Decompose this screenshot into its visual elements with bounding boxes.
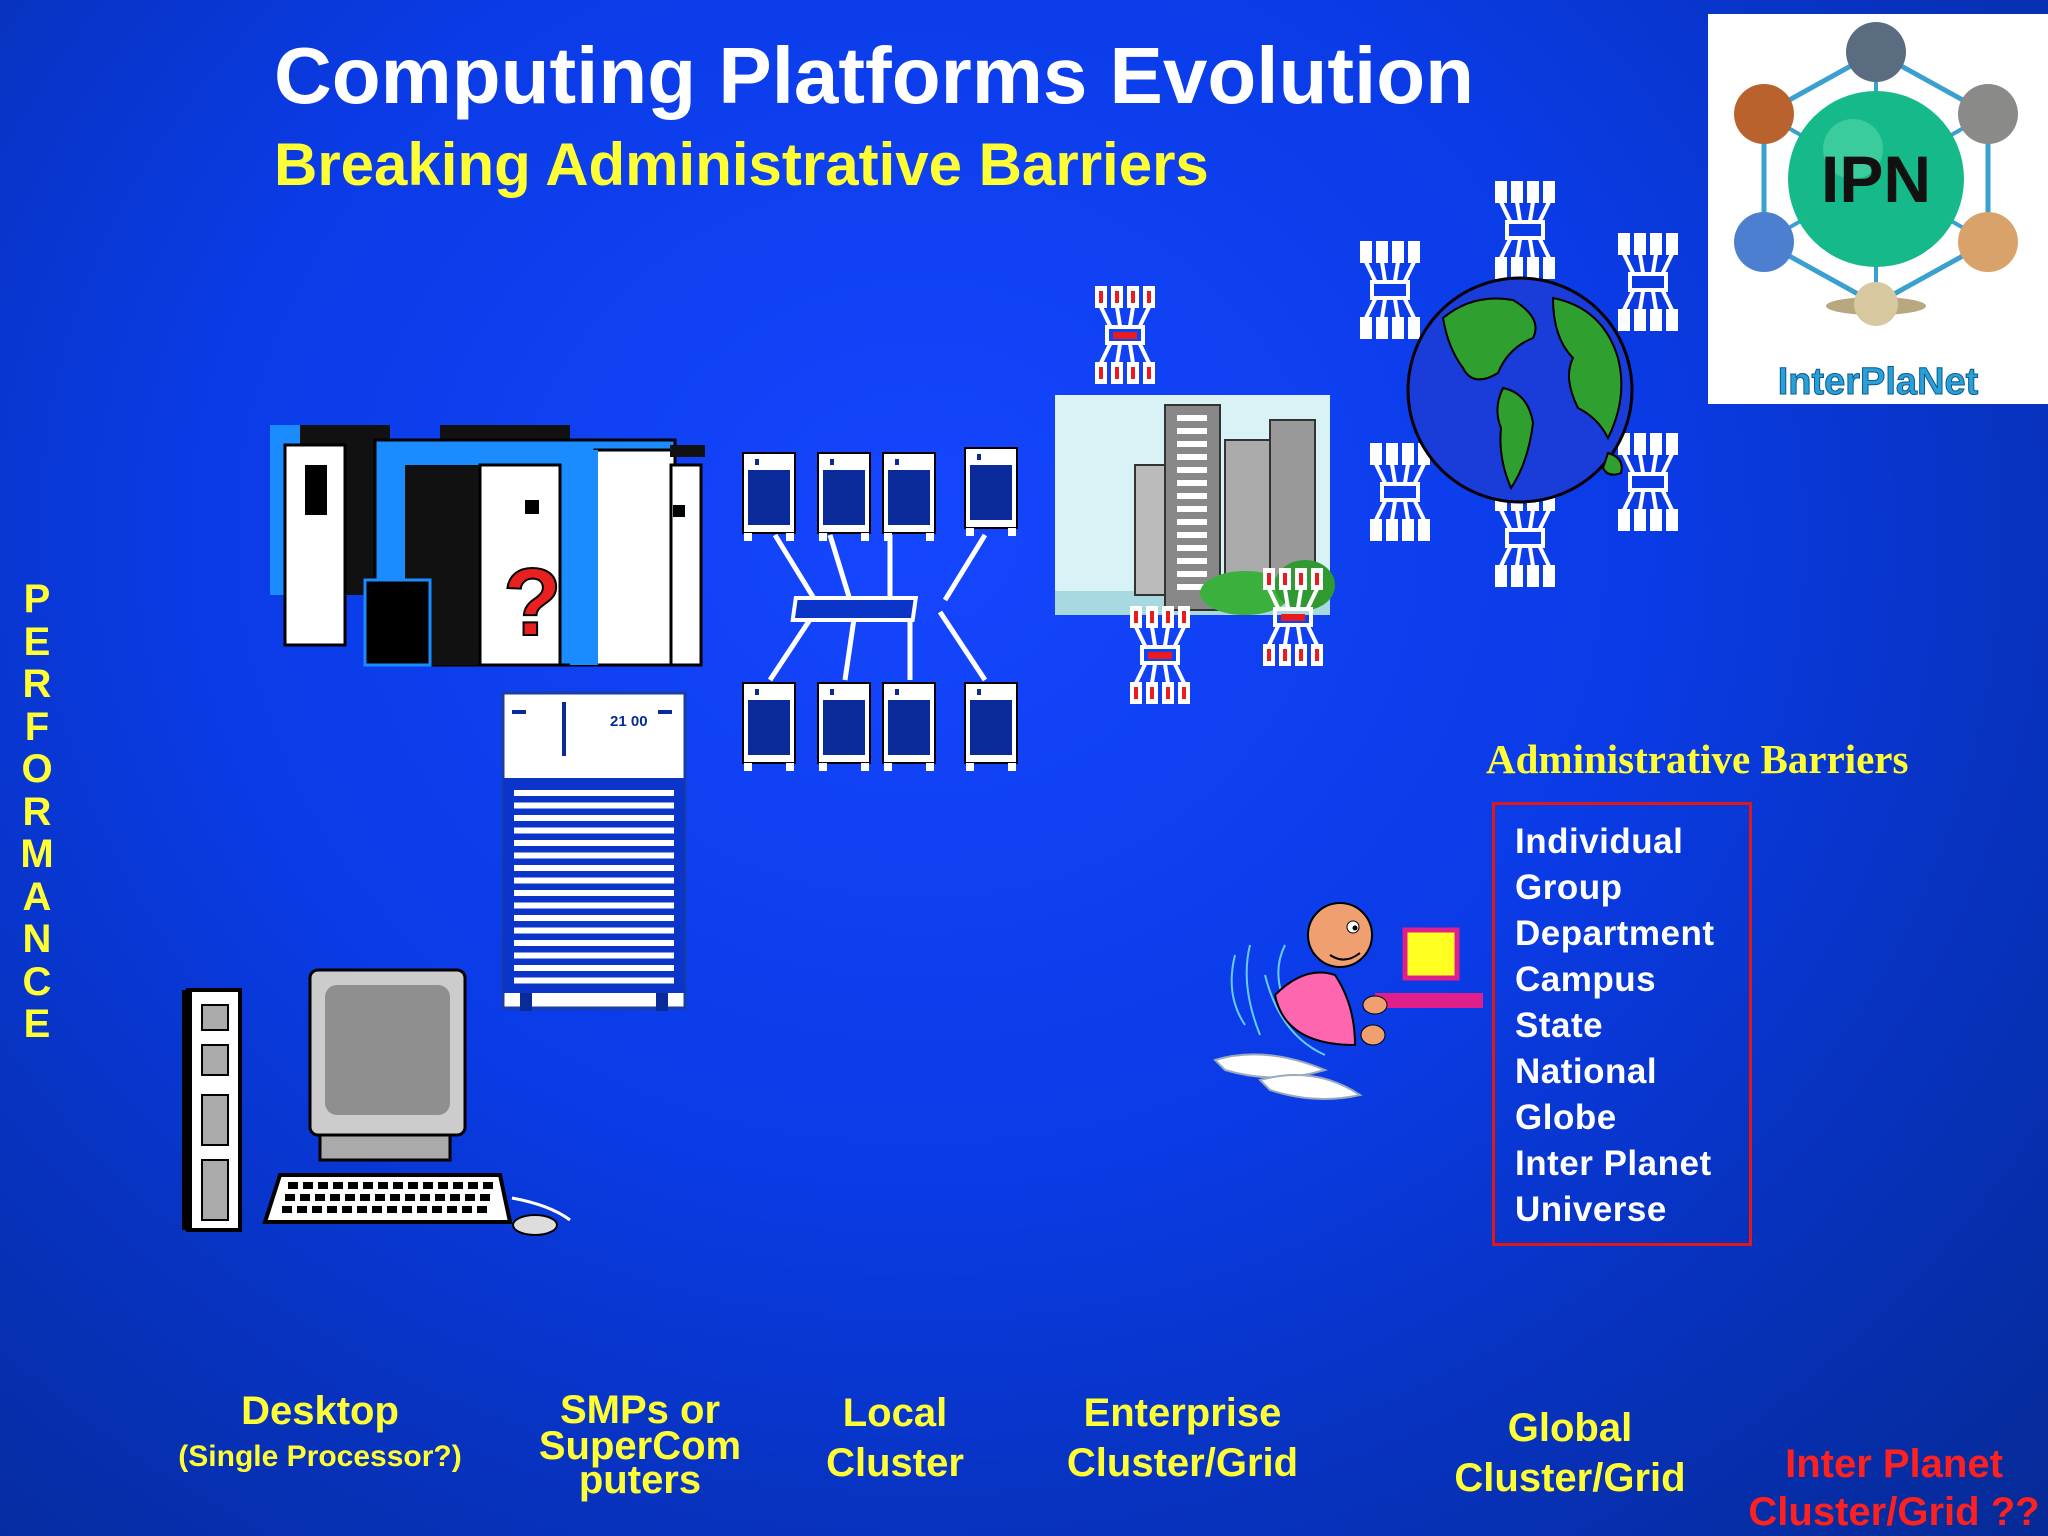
caption-smps: SMPs or SuperCom puters (520, 1388, 760, 1502)
caption-interplanet-line1: Inter Planet (1785, 1442, 2003, 1486)
caption-global-line1: Global (1507, 1406, 1633, 1450)
cluster-node (817, 452, 871, 541)
slide-title: Computing Platforms Evolution (274, 31, 1474, 120)
logo-acronym: IPN (1821, 142, 1931, 216)
cluster-node (964, 447, 1018, 536)
user-at-computer-illustration (1213, 902, 1483, 1100)
caption-enterprise-line2: Cluster/Grid (1066, 1441, 1299, 1485)
grid-node-icon (1130, 606, 1190, 704)
barrier-item: Group (1515, 868, 1623, 907)
enterprise-building-illustration (1055, 395, 1335, 615)
barrier-item: Individual (1515, 822, 1684, 861)
barrier-item: Inter Planet (1515, 1144, 1712, 1183)
caption-local-line2: Cluster (826, 1441, 964, 1485)
caption-interplanet: Inter Planet Cluster/Grid ?? (1740, 1440, 2048, 1536)
slide-subtitle: Breaking Administrative Barriers (274, 131, 1209, 198)
svg-text:?: ? (503, 549, 562, 656)
administrative-barriers-heading: Administrative Barriers (1486, 736, 1909, 782)
logo-name: InterPlaNet (1778, 361, 1979, 403)
grid-node-icon (1495, 181, 1555, 279)
barrier-item: State (1515, 1006, 1604, 1045)
caption-enterprise: Enterprise Cluster/Grid (1040, 1388, 1325, 1488)
caption-global-line2: Cluster/Grid (1454, 1456, 1686, 1500)
smp-server-illustration: 21 00 (501, 691, 687, 1011)
cluster-node (882, 682, 936, 771)
caption-smps-line1: SMPs or (559, 1388, 721, 1432)
cluster-node (742, 452, 796, 541)
grid-node-icon (1095, 286, 1155, 384)
caption-smps-line2: SuperCom (538, 1424, 742, 1468)
caption-local-cluster: Local Cluster (790, 1388, 1000, 1488)
barrier-item: Universe (1515, 1190, 1667, 1229)
local-cluster-illustration (742, 447, 1018, 771)
desktop-computer-illustration (182, 968, 571, 1236)
cluster-node (882, 452, 936, 541)
barrier-item: National (1515, 1052, 1658, 1091)
barrier-item: Campus (1515, 960, 1657, 999)
administrative-barriers-list: Individual Group Department Campus State… (1492, 802, 1752, 1246)
cluster-node (964, 682, 1018, 771)
caption-global: Global Cluster/Grid (1430, 1403, 1710, 1503)
cluster-node (742, 682, 796, 771)
interplanet-logo: IPN InterPlaNet (1708, 14, 2048, 404)
caption-smps-line3: puters (578, 1458, 702, 1502)
cluster-node (817, 682, 871, 771)
smp-label: 21 00 (610, 713, 648, 730)
caption-desktop-line1: Desktop (241, 1389, 399, 1433)
barrier-item: Globe (1515, 1098, 1617, 1137)
caption-desktop-line2: (Single Processor?) (178, 1440, 462, 1473)
supercomputer-illustration: ? (270, 425, 705, 667)
logo-graphic: IPN InterPlaNet (1734, 22, 2018, 404)
caption-desktop: Desktop (Single Processor?) (150, 1388, 490, 1480)
caption-local-line1: Local (842, 1391, 948, 1435)
caption-interplanet-line2: Cluster/Grid ?? (1748, 1490, 2040, 1534)
barrier-item: Department (1515, 914, 1715, 953)
performance-axis-label: PERFORMANCE (20, 577, 54, 1046)
globe-illustration (1406, 276, 1634, 504)
caption-enterprise-line1: Enterprise (1083, 1391, 1282, 1435)
